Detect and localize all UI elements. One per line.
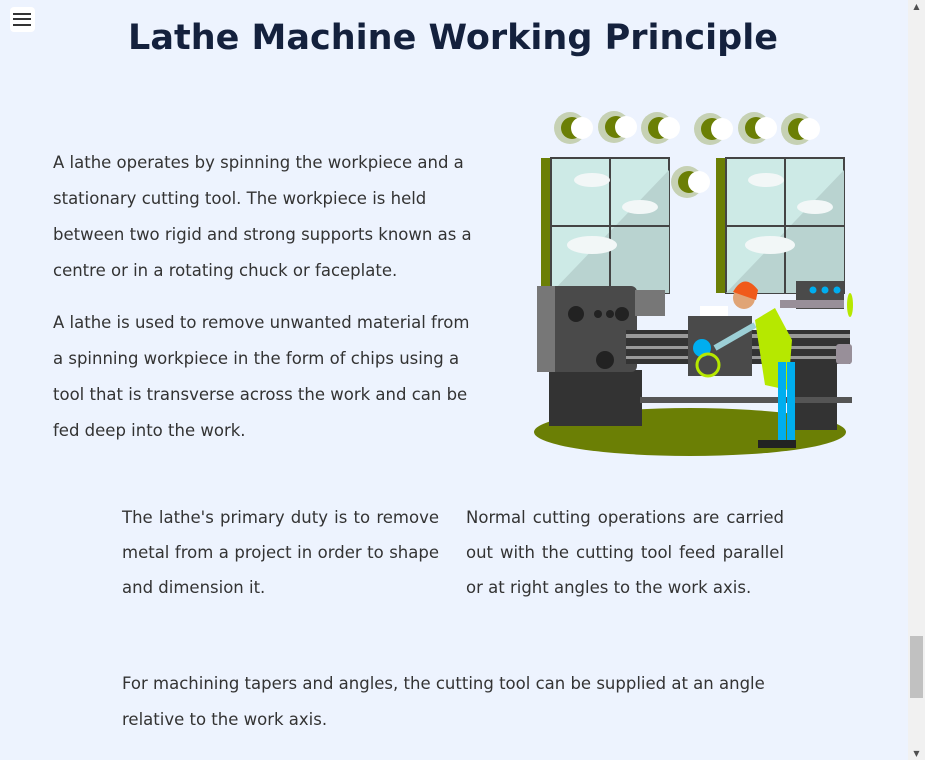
menu-button[interactable]: [10, 7, 35, 32]
window-left: [541, 157, 670, 294]
intro-paragraph-2: A lathe is used to remove unwanted mater…: [53, 313, 470, 440]
window-right: [716, 157, 845, 294]
page-title: Lathe Machine Working Principle: [128, 18, 778, 58]
scroll-up-icon[interactable]: ▲: [913, 2, 920, 11]
lamp-icons: [554, 111, 820, 198]
hamburger-line: [13, 24, 31, 26]
scrollbar-thumb[interactable]: [910, 636, 923, 698]
hamburger-line: [13, 18, 31, 20]
footer-paragraph: For machining tapers and angles, the cut…: [122, 674, 765, 729]
column-left-text: The lathe's primary duty is to remove me…: [122, 508, 439, 597]
column-right-text: Normal cutting operations are carried ou…: [466, 508, 784, 597]
scrollbar[interactable]: ▲ ▼: [908, 0, 925, 760]
hamburger-icon: [13, 13, 31, 15]
lathe-worker-illustration: [534, 111, 853, 456]
lathe-machine: [537, 281, 853, 430]
scroll-down-icon[interactable]: ▼: [913, 749, 920, 758]
worker: [713, 281, 796, 448]
intro-paragraph-1: A lathe operates by spinning the workpie…: [53, 153, 472, 280]
